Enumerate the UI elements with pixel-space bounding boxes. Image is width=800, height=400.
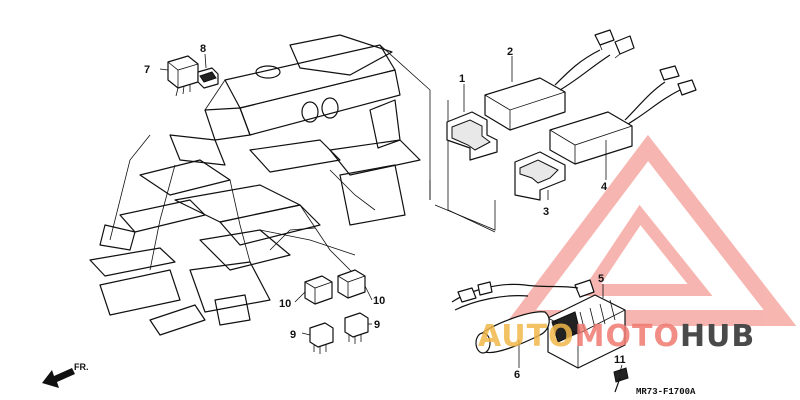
watermark-hub: HUB [680, 319, 755, 354]
part-8-socket [197, 67, 219, 89]
callout-8: 8 [200, 43, 206, 55]
part-3-bracket [514, 151, 566, 201]
watermark-logo [503, 134, 797, 326]
watermark-auto: AUTO [478, 319, 575, 354]
part-10-relay-right [337, 269, 366, 299]
part-9-relay-left [309, 322, 334, 354]
callout-3: 3 [543, 206, 549, 218]
front-label: FR. [74, 362, 89, 372]
callout-6: 6 [514, 369, 520, 381]
callout-1: 1 [459, 73, 465, 85]
part-10-relay-left [304, 275, 333, 305]
callout-2: 2 [507, 46, 513, 58]
rear-frame [89, 34, 431, 336]
callout-4: 4 [601, 181, 608, 193]
callout-11: 11 [614, 354, 626, 366]
part-7-relay [167, 55, 199, 97]
callout-10-right: 10 [373, 295, 385, 307]
part-1-bracket [446, 111, 498, 161]
part-2-control-unit [484, 29, 635, 131]
callout-10-left: 10 [279, 298, 291, 310]
part-9-relay-right [344, 312, 369, 344]
watermark-moto: MOTO [575, 319, 680, 354]
callout-9-left: 9 [290, 329, 296, 341]
callout-9-right: 9 [374, 319, 380, 331]
watermark-text: AUTOMOTOHUB [478, 319, 755, 354]
part-11-bolt [613, 367, 629, 393]
callout-5: 5 [598, 273, 604, 285]
diagram-code: MR73-F1700A [636, 387, 696, 397]
front-arrow-icon [42, 368, 75, 388]
leader-lines [159, 53, 623, 373]
part-5-regulator [547, 279, 626, 369]
callout-7: 7 [144, 64, 150, 76]
part-4-control-unit [549, 65, 697, 165]
part-6-harness [451, 281, 579, 354]
